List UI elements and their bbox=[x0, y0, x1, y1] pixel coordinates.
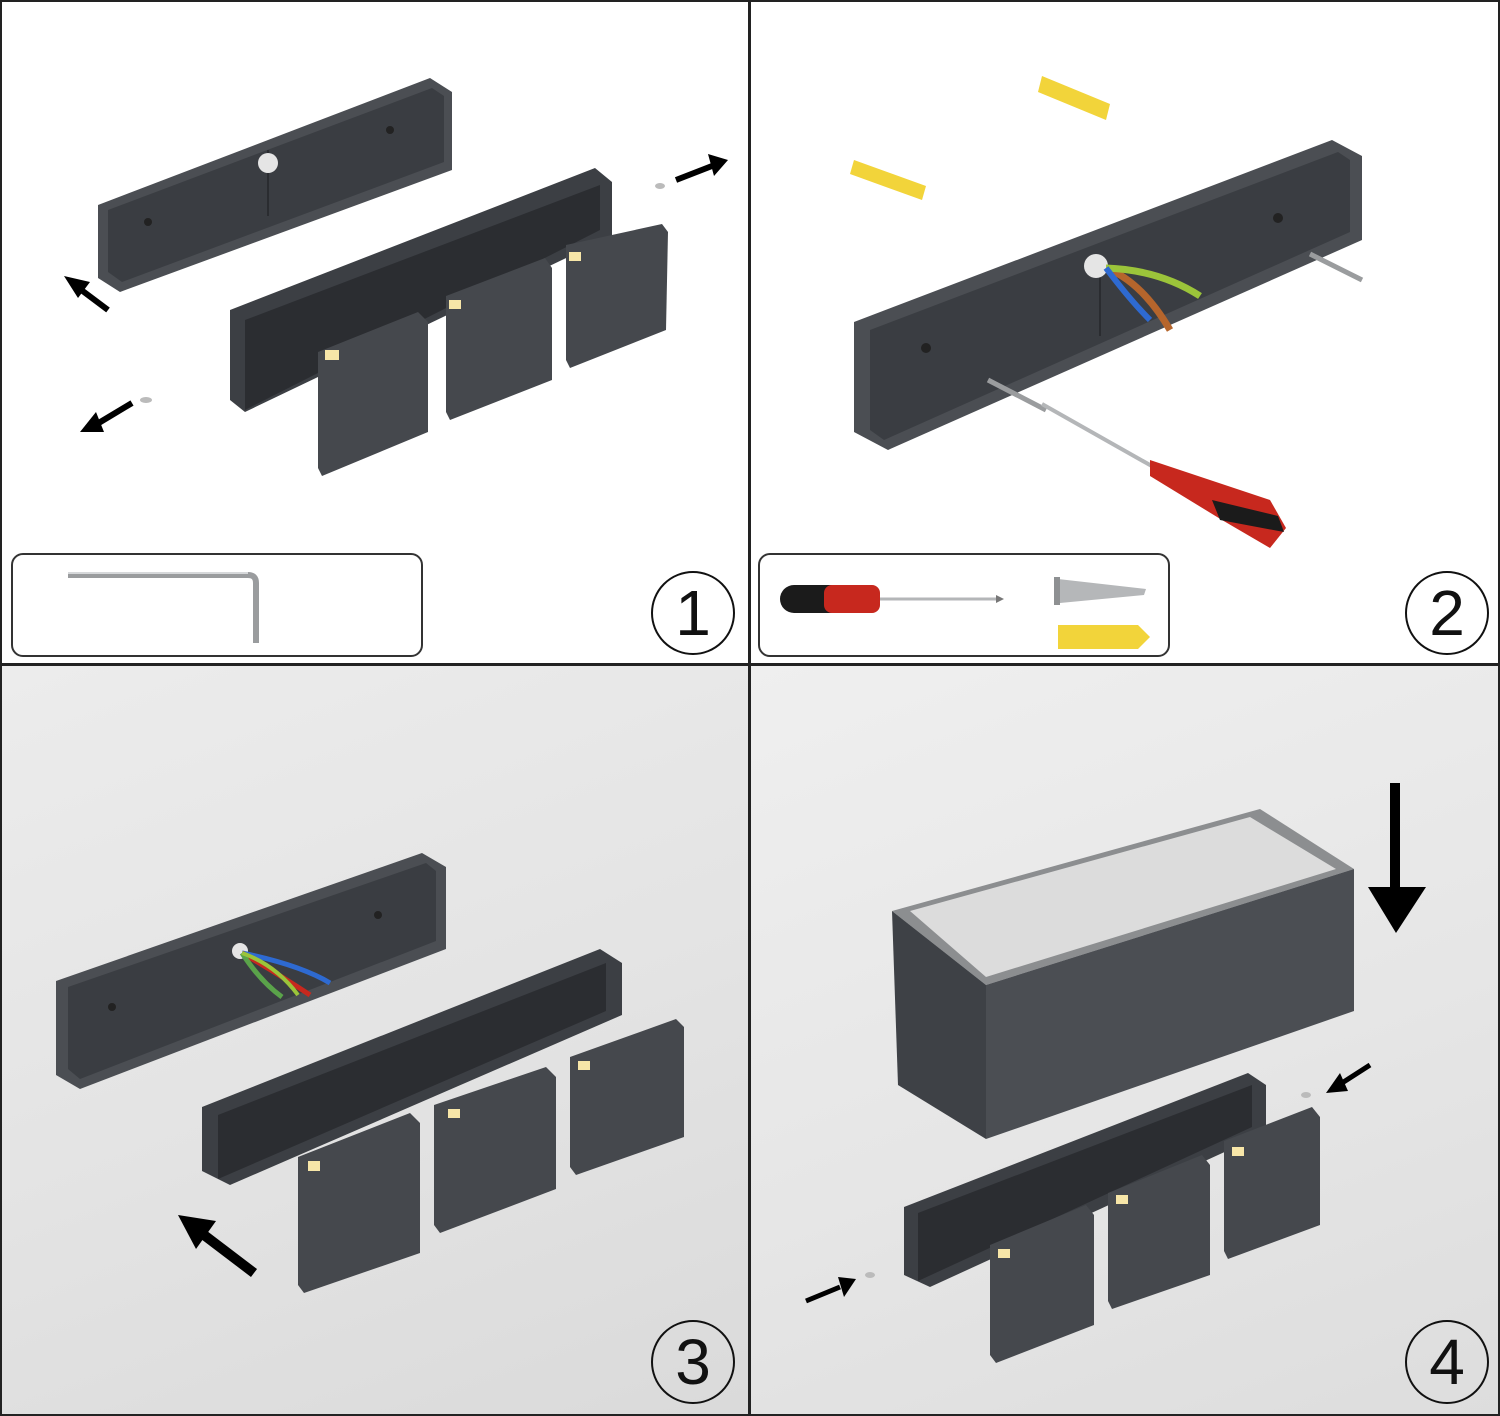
power-wires-icon bbox=[239, 950, 332, 1000]
tools-box bbox=[11, 553, 423, 657]
light-shutters bbox=[990, 1107, 1320, 1363]
step-3-panel: 3 bbox=[0, 665, 750, 1416]
screw-icon bbox=[986, 251, 1364, 413]
light-shutters bbox=[298, 1019, 684, 1293]
step-number: 2 bbox=[1429, 577, 1465, 649]
lamp-body bbox=[904, 1073, 1266, 1287]
arrow-left-icon bbox=[1326, 1062, 1372, 1093]
arrow-up-left-icon bbox=[64, 276, 110, 313]
power-wires-icon bbox=[1103, 264, 1202, 332]
set-screw-icon bbox=[865, 1272, 875, 1278]
arrow-right-icon bbox=[805, 1277, 856, 1304]
step-3-illustration bbox=[56, 853, 684, 1293]
step-number-badge: 2 bbox=[1405, 571, 1489, 655]
step-1-illustration bbox=[64, 78, 728, 476]
mounting-plate bbox=[98, 78, 452, 292]
lamp-body bbox=[202, 949, 622, 1185]
step-number: 4 bbox=[1429, 1326, 1465, 1398]
set-screw-icon bbox=[1301, 1092, 1311, 1098]
screwdriver-icon bbox=[780, 585, 1004, 613]
arrow-right-icon bbox=[674, 154, 728, 183]
step-number: 1 bbox=[675, 577, 711, 649]
step-1-panel: 1 bbox=[0, 0, 750, 665]
wall-plug-icon bbox=[850, 76, 1110, 200]
wall-plug-icon bbox=[1058, 625, 1150, 649]
step-number: 3 bbox=[675, 1326, 711, 1398]
step-2-panel: 2 bbox=[750, 0, 1500, 665]
tools-box bbox=[758, 553, 1170, 657]
step-2-illustration bbox=[850, 76, 1364, 548]
arrow-down-icon bbox=[1368, 783, 1426, 933]
screw-icon bbox=[1054, 577, 1146, 605]
set-screw-icon bbox=[140, 397, 152, 403]
tools-illustration bbox=[780, 577, 1150, 649]
arrow-left-icon bbox=[80, 400, 134, 432]
step-4-illustration bbox=[805, 783, 1426, 1363]
mounting-plate bbox=[854, 140, 1362, 450]
step-number-badge: 4 bbox=[1405, 1320, 1489, 1404]
light-shutters bbox=[318, 224, 668, 476]
step-number-badge: 1 bbox=[651, 571, 735, 655]
hex-key-icon bbox=[68, 572, 259, 643]
step-number-badge: 3 bbox=[651, 1320, 735, 1404]
panel-divider bbox=[748, 0, 751, 1416]
screwdriver-icon bbox=[1041, 402, 1286, 548]
set-screw-icon bbox=[655, 183, 665, 189]
arrow-up-left-icon bbox=[178, 1215, 258, 1277]
panel-divider bbox=[0, 663, 1500, 666]
step-4-panel: 4 bbox=[750, 665, 1500, 1416]
lamp-cover bbox=[892, 809, 1354, 1139]
